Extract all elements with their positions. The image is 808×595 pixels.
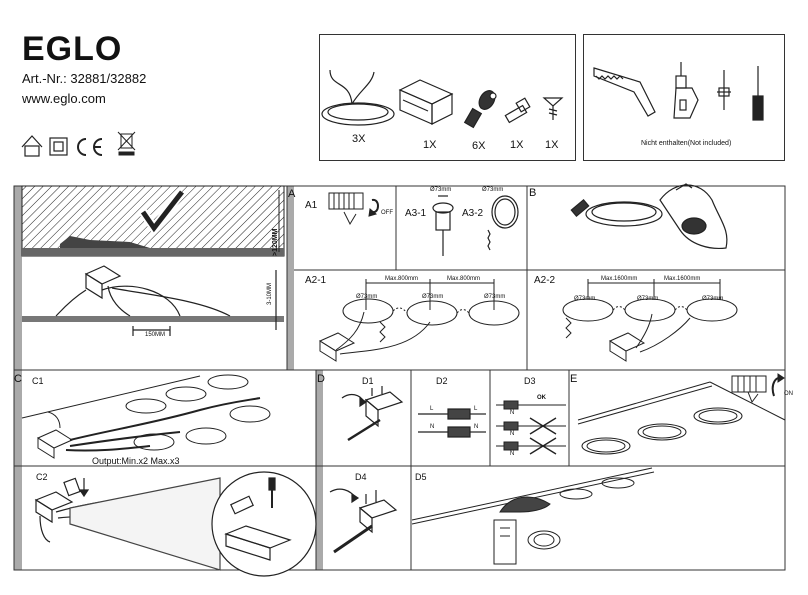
screw-icon — [542, 97, 564, 120]
a1-off-label: OFF — [381, 210, 393, 216]
parts-qty-3: 6X — [472, 140, 486, 152]
d3-neutral-3: N — [510, 451, 515, 457]
a2-2-max-right: Max.1600mm — [664, 276, 701, 282]
voltage-tester-icon — [717, 70, 731, 110]
parts-qty-5: 1X — [545, 139, 559, 151]
a2-1-diameter-3: Ø73mm — [484, 294, 506, 300]
step-c2-label: C2 — [36, 472, 48, 482]
wall-plug-icon — [504, 97, 531, 124]
d3-neutral-2: N — [510, 431, 515, 437]
d2-live-right: L — [474, 406, 478, 412]
class-ii-icon — [49, 137, 68, 156]
wire-connector-icon — [463, 90, 497, 129]
step-d-label: D — [317, 373, 325, 385]
step-e-label: E — [570, 373, 578, 385]
left-grey-bar — [14, 186, 22, 570]
spacing-dimension: 150MM — [145, 332, 166, 338]
tools-panel — [583, 34, 785, 161]
weee-bin-icon — [117, 131, 136, 156]
step-a2-1-label: A2-1 — [305, 275, 327, 286]
a2-1-max-right: Max.800mm — [447, 276, 481, 282]
step-d1-label: D1 — [362, 376, 374, 386]
step-d2-label: D2 — [436, 376, 448, 386]
screwdriver-icon — [752, 66, 764, 121]
ce-mark-icon — [77, 138, 103, 156]
saw-icon — [593, 67, 656, 117]
step-a-label: A — [288, 188, 296, 200]
step-c-label: C — [14, 373, 22, 385]
step-a2-2-label: A2-2 — [534, 275, 556, 286]
e-on-label: ON — [784, 391, 793, 397]
a3-2-diameter: Ø73mm — [482, 187, 504, 193]
d3-ok-label: OK — [537, 395, 546, 401]
middle-grey-bar-a — [287, 186, 294, 370]
step-b-label: B — [529, 187, 537, 199]
article-number: Art.-Nr.: 32881/32882 — [22, 71, 147, 86]
step-a3-2-label: A3-2 — [462, 208, 484, 219]
indoor-house-icon — [21, 135, 43, 157]
d2-live-left: L — [430, 406, 434, 412]
a2-2-max-left: Max.1600mm — [601, 276, 638, 282]
d2-neutral-left: N — [430, 424, 435, 430]
middle-grey-bar-d — [316, 370, 323, 570]
recessed-light-icon — [321, 69, 395, 126]
driver-box-icon — [398, 79, 454, 125]
website-url: www.eglo.com — [22, 91, 106, 106]
parts-qty-1: 3X — [352, 133, 366, 145]
d3-neutral-1: N — [510, 410, 515, 416]
a2-1-max-left: Max.800mm — [385, 276, 419, 282]
parts-qty-2: 1X — [423, 139, 437, 151]
step-d4-label: D4 — [355, 472, 367, 482]
checkmark-icon — [139, 189, 186, 236]
driver-output-note: Output:Min.x2 Max.x3 — [92, 456, 180, 466]
parts-panel — [319, 34, 576, 161]
tools-not-included-note: Nicht enthalten(Not included) — [641, 140, 732, 147]
step-a3-1-label: A3-1 — [405, 208, 427, 219]
parts-qty-4: 1X — [510, 139, 524, 151]
drill-icon — [673, 62, 699, 119]
a2-1-diameter-2: Ø73mm — [422, 294, 444, 300]
step-d3-label: D3 — [524, 376, 536, 386]
brand-logo: EGLO — [22, 30, 123, 68]
d2-neutral-right: N — [474, 424, 479, 430]
a2-1-diameter-1: Ø73mm — [356, 294, 378, 300]
step-a1-label: A1 — [305, 200, 318, 211]
step-d5-label: D5 — [415, 472, 427, 482]
a3-1-diameter: Ø73mm — [430, 187, 452, 193]
step-c1-label: C1 — [32, 376, 44, 386]
